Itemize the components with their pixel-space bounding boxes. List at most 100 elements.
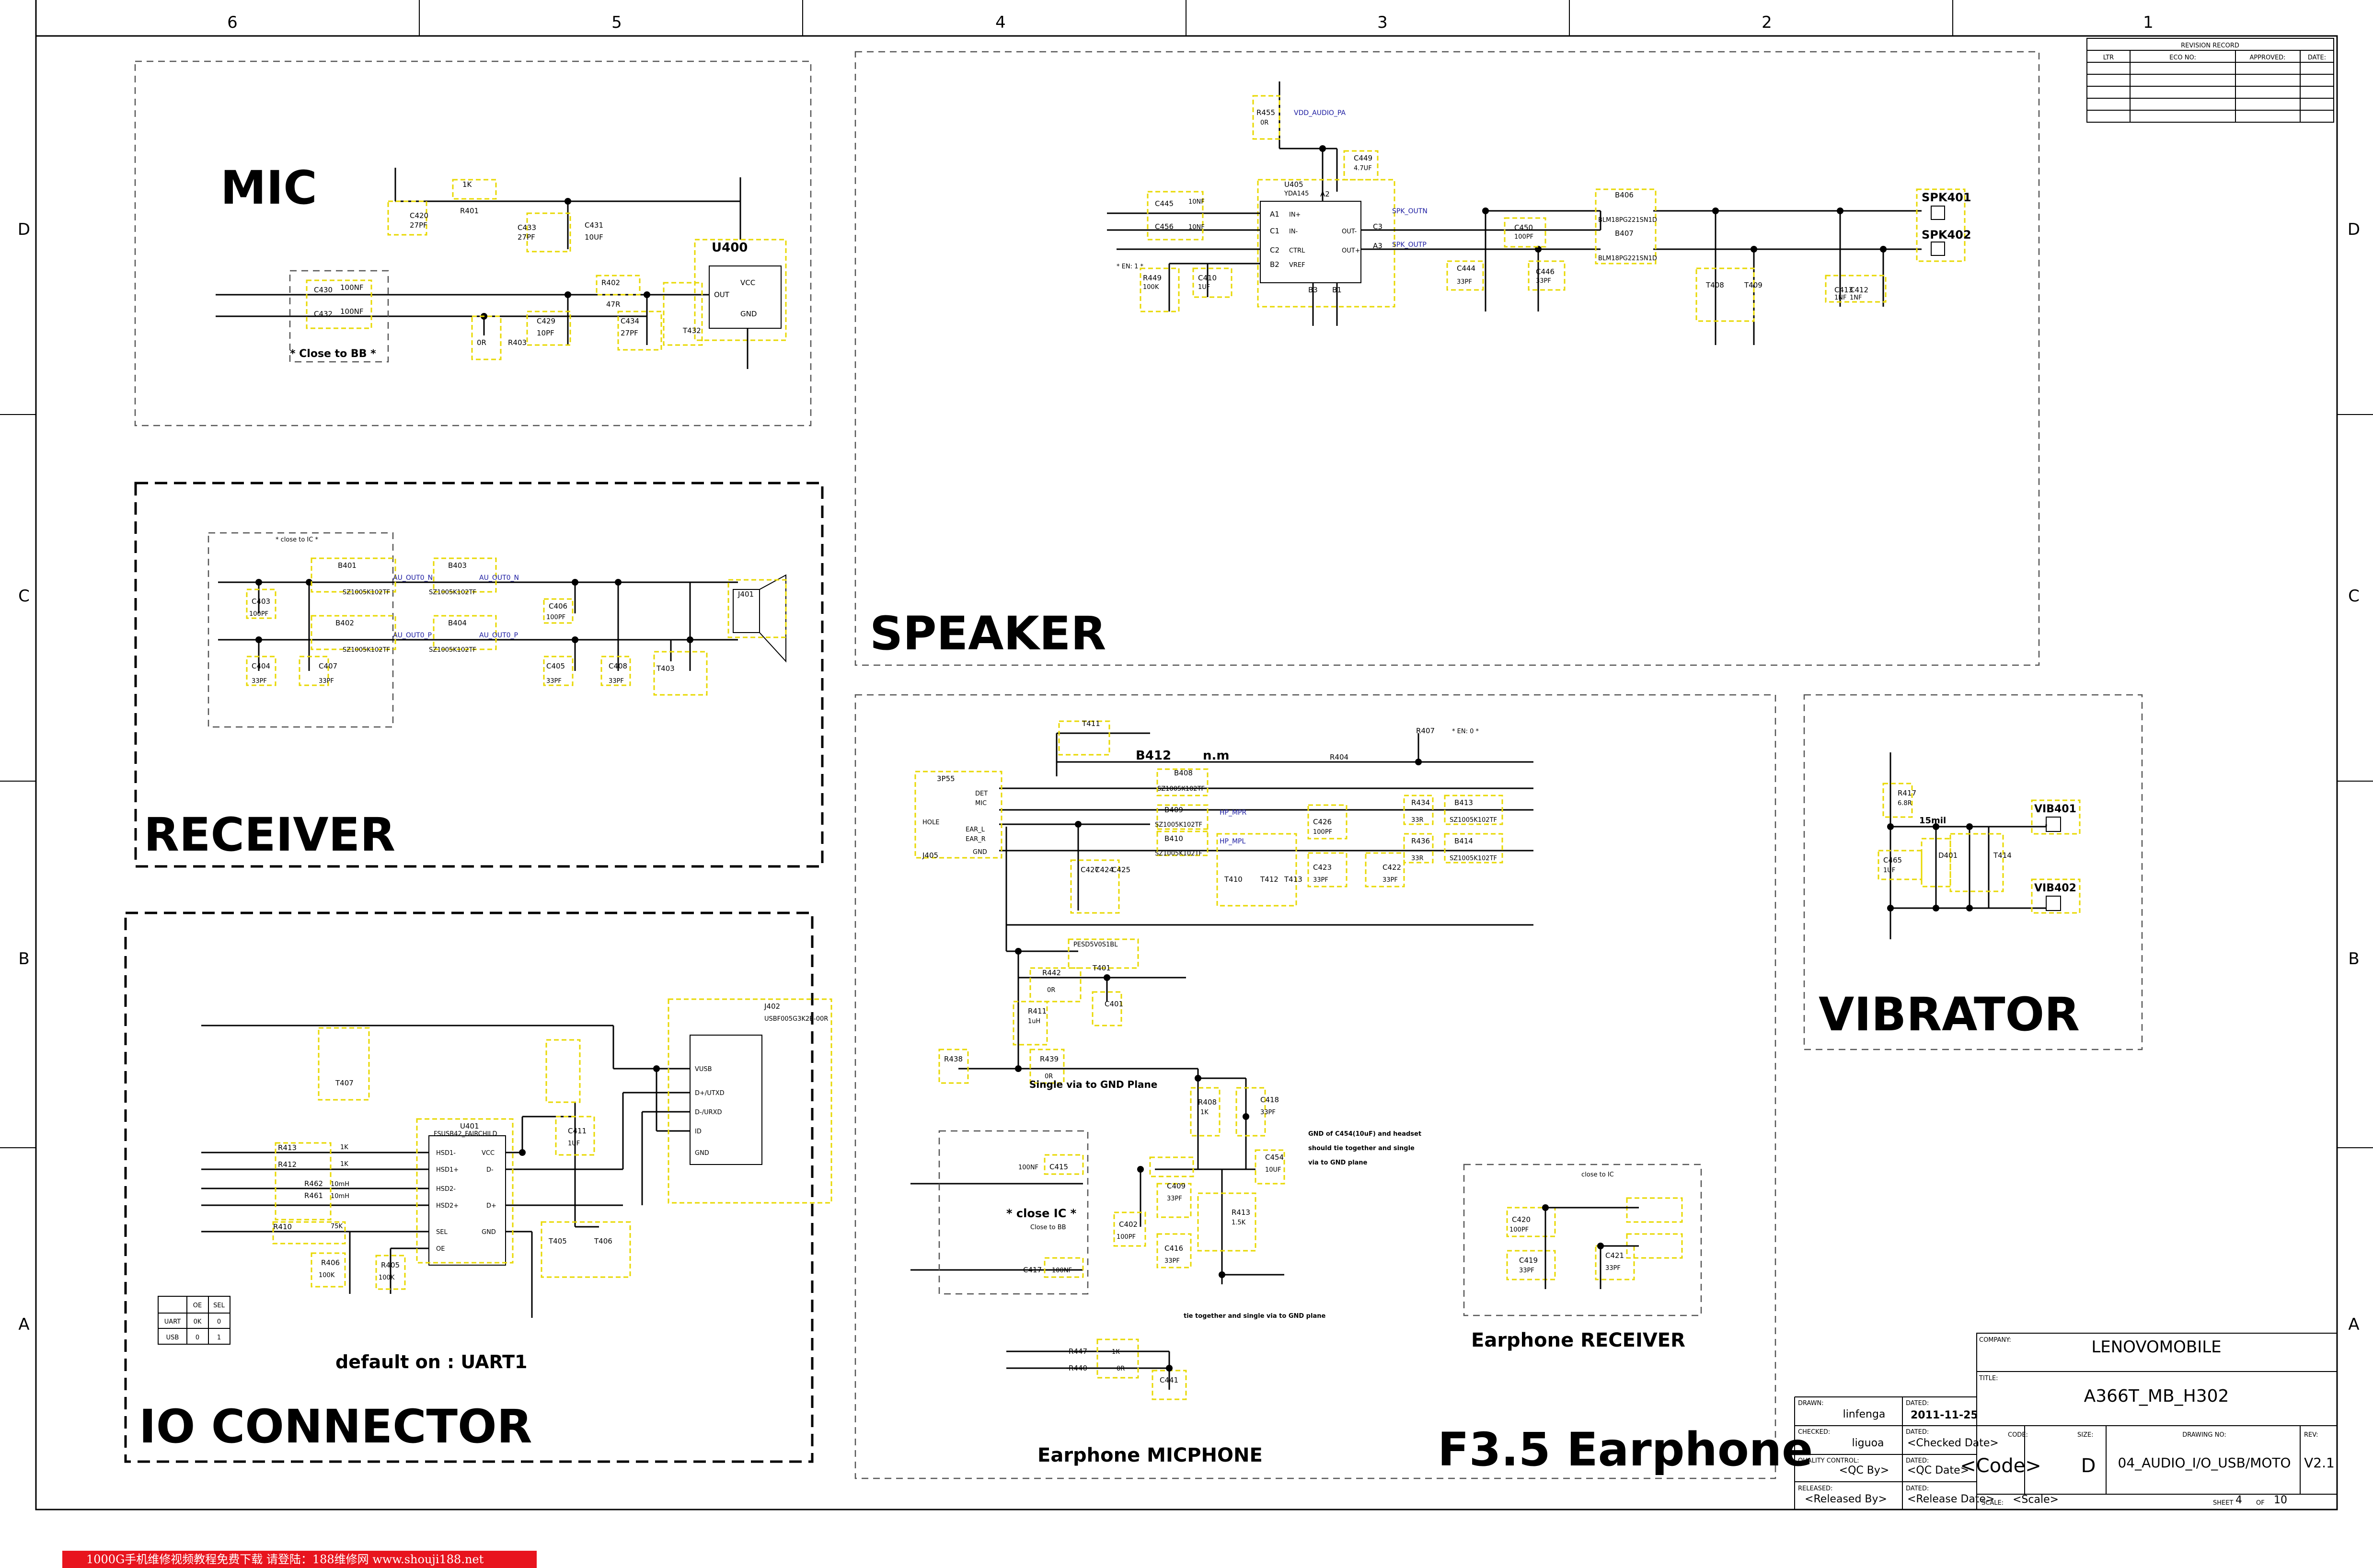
earphone-c409-val: 33PF (1167, 1195, 1182, 1202)
speaker-pin-b3: B3 (1308, 286, 1318, 294)
earphone-c422: C422 (1382, 863, 1401, 872)
speaker-b406-bead: BLM18PG221SN1D (1598, 217, 1657, 224)
speaker-pin-inn: IN- (1289, 228, 1298, 235)
revision-header-date: DATE: (2308, 54, 2326, 61)
speaker-r455-val: 0R (1260, 119, 1268, 127)
receiver-c407-val: 33PF (319, 678, 334, 685)
mic-c433-val: 27PF (518, 233, 535, 242)
mic-r403-val: 0R (477, 338, 486, 347)
tb-drawn-label: DRAWN: (1798, 1400, 1824, 1407)
vibrator-circuit (1878, 752, 2081, 939)
tb-released-date-label: DATED: (1906, 1485, 1929, 1492)
title-block (1794, 1333, 2338, 1510)
mic-pin-out: OUT (714, 290, 730, 299)
mic-c432-val: 100NF (340, 307, 363, 316)
earphone-r413-val: 1.5K (1232, 1219, 1246, 1226)
column-label-6: 6 (227, 13, 238, 32)
mic-c432: C432 (314, 310, 333, 318)
watermark-banner: 1000G手机维修视频教程免费下载 请登陆：188维修网 www.shouji1… (62, 1551, 537, 1568)
speaker-section-title: SPEAKER (870, 607, 1106, 660)
speaker-pin-outn: OUT+ (1342, 247, 1360, 254)
speaker-circuit (1107, 81, 1966, 345)
vibrator-c465: C465 (1883, 856, 1902, 865)
mic-u400: U400 (712, 241, 748, 255)
earphone-r436-val: 33R (1411, 855, 1424, 862)
mic-pin-vcc: VCC (740, 278, 755, 287)
speaker-c449-val: 4.7UF (1354, 165, 1372, 172)
earphone-c417: C417 (1023, 1266, 1042, 1274)
earphone-gnd-note-1: GND of C454(10uF) and headset (1308, 1130, 1421, 1138)
row-label-b-right: B (2348, 949, 2359, 968)
earphone-r434-val: 33R (1411, 817, 1424, 824)
io-u401: U401 (460, 1122, 479, 1130)
earphone-c401: C401 (1105, 1000, 1123, 1008)
earphone-r411: R411 (1028, 1007, 1047, 1015)
row-label-a-left: A (18, 1315, 29, 1334)
tb-drawing-no-label: DRAWING NO: (2182, 1431, 2226, 1439)
earphone-pin-gnd: GND (973, 849, 987, 856)
io-r405: R405 (381, 1261, 400, 1269)
io-pin-dn: D- (486, 1166, 494, 1174)
mic-c430: C430 (314, 286, 333, 294)
earphone-r413: R413 (1232, 1208, 1250, 1217)
tb-rev: V2.1 (2304, 1455, 2335, 1471)
speaker-net-outn: SPK_OUTN (1392, 208, 1428, 215)
io-pin-vcc: VCC (482, 1150, 495, 1157)
vibrator-t414: T414 (1993, 851, 2012, 860)
row-label-d-right: D (2348, 220, 2360, 239)
io-r405-val: 100K (379, 1274, 395, 1281)
tb-rev-label: REV: (2304, 1431, 2318, 1439)
speaker-pin-vref: VREF (1289, 262, 1305, 269)
speaker-c444-val: 33PF (1457, 278, 1472, 286)
tb-checked: liguoa (1852, 1437, 1884, 1449)
speaker-c445-val: 10NF (1188, 198, 1205, 206)
receiver-c405: C405 (546, 662, 565, 670)
receiver-c404: C404 (252, 662, 270, 670)
receiver-b403-bead: SZ1005K102TF (429, 589, 476, 596)
tb-size-label: SIZE: (2077, 1431, 2094, 1439)
speaker-pin-b2: B2 (1270, 260, 1279, 269)
io-pin-hsd2n: HSD2- (436, 1186, 456, 1193)
column-label-1: 1 (2143, 13, 2154, 32)
earphone-r408-val: 1K (1200, 1109, 1209, 1116)
earphone-b409: B409 (1164, 806, 1183, 814)
earphone-close-to-ic-small: close to IC (1581, 1171, 1614, 1178)
earphone-c415-val: 100NF (1018, 1164, 1038, 1171)
io-table-header-sel: SEL (213, 1302, 225, 1309)
vibrator-vib402: VIB402 (2034, 882, 2076, 894)
speaker-c413: C413 (1834, 286, 1853, 294)
io-t407: T407 (335, 1079, 354, 1087)
earphone-esd: PESD5V0S1BL (1073, 941, 1118, 948)
io-r410: R410 (273, 1222, 292, 1231)
io-table-usb-oe: 0 (196, 1334, 199, 1341)
receiver-net-outp: AU_OUT0_P (393, 632, 432, 639)
tb-quality-date-label: DATED: (1906, 1457, 1929, 1464)
mic-t432: T432 (682, 326, 701, 335)
receiver-t403: T403 (656, 664, 675, 673)
earphone-r439: R439 (1040, 1055, 1059, 1063)
receiver-b402: B402 (335, 619, 354, 627)
speaker-c456: C456 (1155, 222, 1174, 231)
earphone-c421-val: 33PF (1605, 1265, 1621, 1272)
receiver-section-title: RECEIVER (144, 808, 395, 862)
earphone-c402-val: 100PF (1117, 1234, 1136, 1241)
earphone-pin-det: DET (975, 790, 988, 797)
earphone-j405-part: 3P55 (937, 774, 955, 783)
earphone-c420: C420 (1512, 1215, 1531, 1224)
earphone-c420-val: 100PF (1509, 1226, 1529, 1234)
speaker-pin-b1: B1 (1332, 286, 1342, 294)
tb-drawing-no: 04_AUDIO_I/O_USB/MOTO (2118, 1455, 2291, 1471)
receiver-net-outp-2: AU_OUT0_P (479, 632, 518, 639)
io-table-uart-sel: 0 (217, 1318, 221, 1326)
earphone-b408: B408 (1174, 769, 1193, 777)
io-pin-hsd1p: HSD1+ (436, 1166, 459, 1174)
earphone-b409-bead: SZ1005K102TF (1155, 821, 1202, 829)
speaker-b406: B406 (1615, 191, 1634, 199)
vibrator-section-title: VIBRATOR (1819, 988, 2080, 1041)
row-label-b-left: B (18, 949, 29, 968)
mic-c420: C420 (410, 211, 428, 220)
earphone-c419: C419 (1519, 1256, 1538, 1265)
receiver-b404-bead: SZ1005K102TF (429, 646, 476, 654)
mic-pin-gnd: GND (740, 310, 757, 318)
mic-close-to-bb: * Close to BB * (290, 348, 376, 360)
